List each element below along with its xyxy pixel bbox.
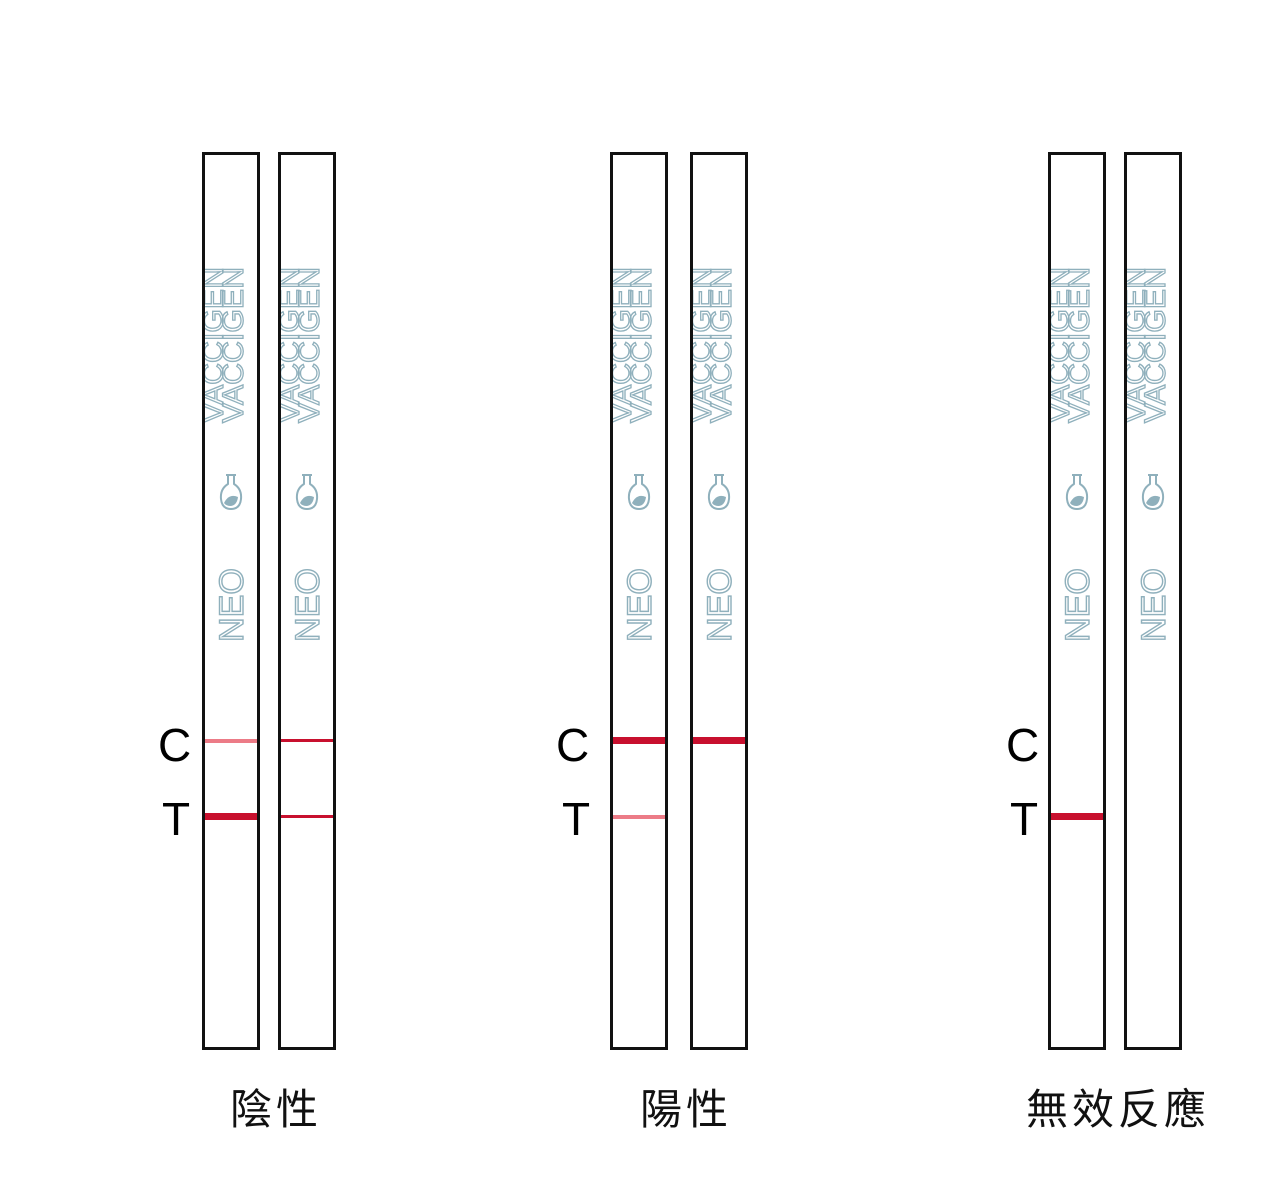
- control-marker: C: [158, 719, 192, 771]
- flask-icon: [1065, 474, 1089, 510]
- product-name-text: NEO: [1059, 568, 1097, 642]
- brand-name-text: VACCIGEN: [281, 267, 306, 423]
- result-caption: 無效反應: [1026, 1085, 1211, 1134]
- control-line: [205, 739, 257, 743]
- flask-icon: [219, 474, 243, 510]
- test-line: [613, 815, 665, 819]
- control-line: [613, 737, 665, 744]
- flask-icon: [707, 474, 731, 510]
- product-name-text: NEO: [289, 568, 327, 642]
- brand-name-text: VACCIGEN: [205, 267, 230, 423]
- test-marker: T: [1010, 793, 1039, 845]
- brand-name-text: VACCIGEN: [1063, 267, 1096, 423]
- brand-name-text: VACCIGEN: [217, 267, 250, 423]
- product-name-text: NEO: [1135, 568, 1173, 642]
- product-name-text: NEO: [621, 568, 659, 642]
- result-caption: 陽性: [640, 1085, 733, 1134]
- product-name-text: NEO: [701, 568, 739, 642]
- flask-icon: [295, 474, 319, 510]
- test-line: [205, 813, 257, 820]
- control-marker: C: [1006, 719, 1040, 771]
- control-marker: C: [556, 719, 590, 771]
- test-line: [281, 815, 333, 818]
- brand-name-text: VACCIGEN: [1127, 267, 1152, 423]
- product-name-text: NEO: [213, 568, 251, 642]
- brand-name-text: VACCIGEN: [625, 267, 658, 423]
- control-line: [693, 737, 745, 744]
- result-caption: 陰性: [230, 1085, 323, 1134]
- control-line: [281, 739, 333, 742]
- brand-name-text: VACCIGEN: [705, 267, 738, 423]
- flask-icon: [1141, 474, 1165, 510]
- brand-name-text: VACCIGEN: [1139, 267, 1172, 423]
- brand-name-text: VACCIGEN: [293, 267, 326, 423]
- flask-icon: [627, 474, 651, 510]
- brand-name-text: VACCIGEN: [693, 267, 718, 423]
- test-marker: T: [562, 793, 591, 845]
- brand-name-text: VACCIGEN: [613, 267, 638, 423]
- brand-name-text: VACCIGEN: [1051, 267, 1076, 423]
- test-marker: T: [162, 793, 191, 845]
- test-line: [1051, 813, 1103, 820]
